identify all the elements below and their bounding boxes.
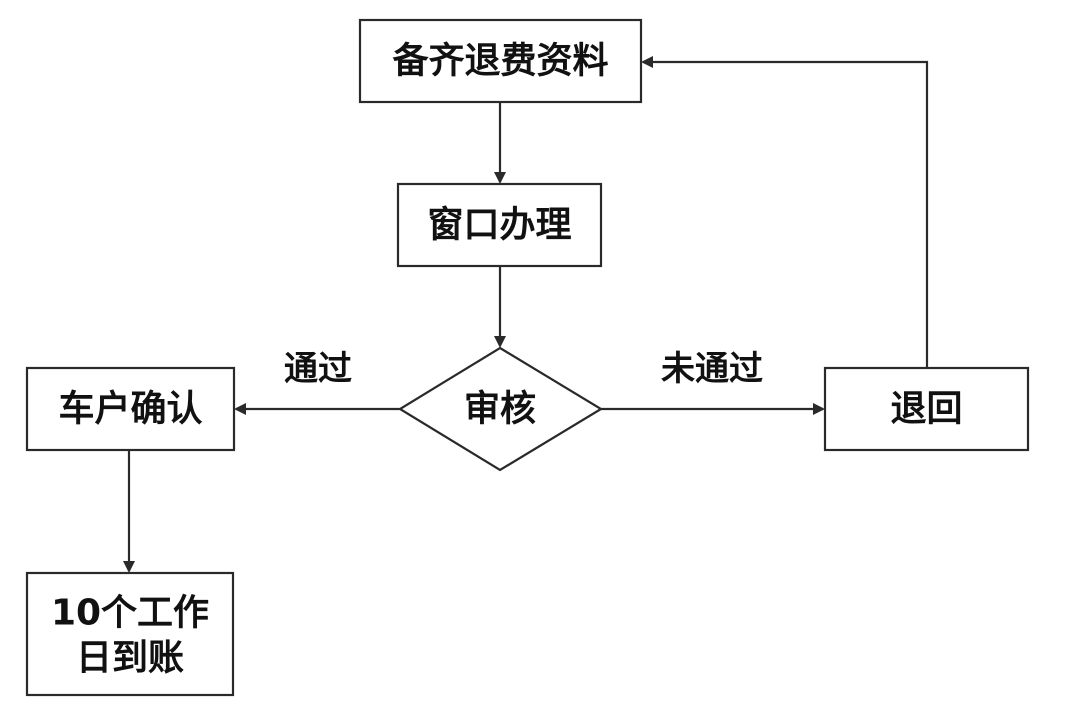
node-rejected: 退回 (823, 366, 1030, 452)
node-prepare-box (358, 18, 643, 104)
node-rejected-label: 退回 (890, 389, 962, 430)
node-review-diamond (397, 346, 604, 472)
node-review-label: 审核 (464, 389, 536, 430)
node-confirm-box (25, 366, 236, 452)
node-prepare-label: 备齐退费资料 (392, 41, 608, 82)
node-window-box (396, 182, 603, 268)
node-confirm-label: 车户确认 (58, 389, 202, 430)
node-review: 审核 (397, 346, 604, 472)
edge-label-not-passed: 未通过 (661, 349, 763, 389)
node-payout-line2: 日到账 (76, 638, 184, 679)
node-rejected-box (823, 366, 1030, 452)
node-confirm: 车户确认 (25, 366, 236, 452)
node-payout-box (25, 571, 235, 697)
node-window-label: 窗口办理 (427, 205, 571, 246)
edges (123, 56, 929, 573)
edge-label-passed: 通过 (284, 349, 352, 389)
arrow-rejected-to-prepare (641, 56, 929, 368)
node-payout-line1: 10个工作 (51, 593, 209, 634)
node-prepare: 备齐退费资料 (358, 18, 643, 104)
node-payout: 10个工作 日到账 (25, 571, 235, 697)
node-window: 窗口办理 (396, 182, 603, 268)
